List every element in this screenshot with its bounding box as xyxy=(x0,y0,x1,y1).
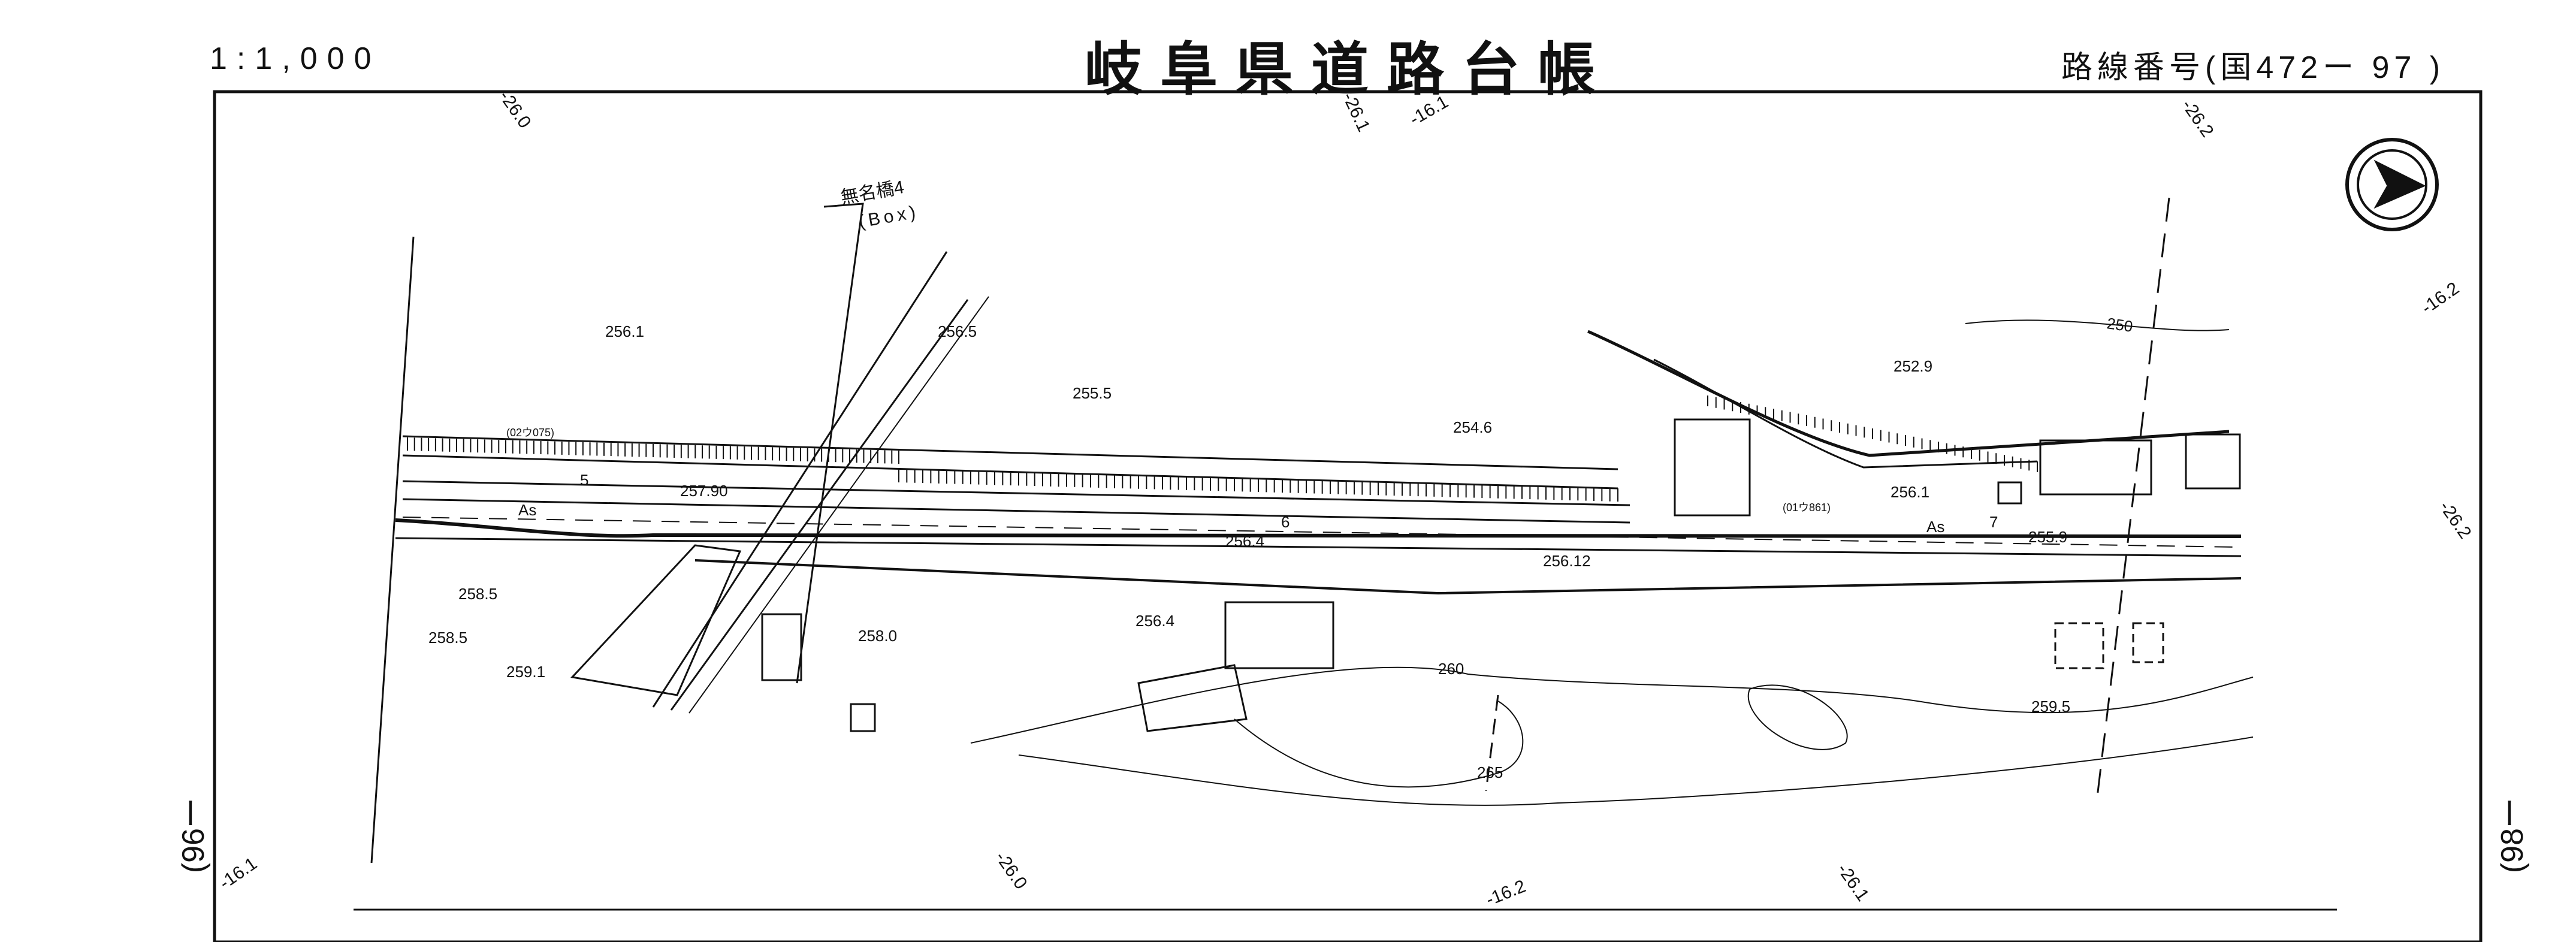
embankment-east xyxy=(1587,330,2230,457)
grid-label: -26.0 xyxy=(495,87,534,132)
north-arrow-icon xyxy=(2345,138,2439,231)
elevation: 252.9 xyxy=(1894,357,1932,375)
contour-lower xyxy=(1018,736,2254,806)
elevation: 256.4 xyxy=(1136,612,1174,630)
building xyxy=(1224,601,1334,669)
station-mark: 5 xyxy=(580,471,588,489)
bridge-type: (Box) xyxy=(857,202,920,232)
grid-label: -26.2 xyxy=(2435,497,2475,542)
elevation: 258.5 xyxy=(428,629,467,647)
elevation: 259.1 xyxy=(506,663,545,681)
contour-260 xyxy=(970,666,2254,744)
benchmark-label: (01ウ861) xyxy=(1783,502,1831,514)
benchmark-label: (02ウ075) xyxy=(506,427,554,439)
elevation: 256.4 xyxy=(1225,532,1264,550)
dashed-boundary xyxy=(1485,695,1499,792)
left-boundary xyxy=(370,236,415,864)
building xyxy=(761,613,802,681)
route-label: 路線番号(国472ー 97 ) xyxy=(2061,50,2445,85)
grid-label: -26.1 xyxy=(1833,860,1873,905)
building xyxy=(2185,433,2241,490)
map-scale: 1:1,000 xyxy=(210,41,381,76)
road-north-edge xyxy=(402,480,1630,506)
road-south-edge xyxy=(395,518,2242,538)
diagonal-track-c xyxy=(688,296,989,714)
elevation: 259.5 xyxy=(2031,698,2070,715)
elevation: 258.5 xyxy=(458,585,497,603)
embankment-north-2 xyxy=(402,454,1618,490)
grid-label: -16.2 xyxy=(1483,876,1529,910)
road-south-edge-2 xyxy=(395,537,2242,557)
contour-label: 265 xyxy=(1477,763,1503,781)
bridge-name: 無名橋4 xyxy=(839,177,905,208)
building xyxy=(850,703,876,732)
contour-inner xyxy=(1747,684,1848,750)
embankment-north xyxy=(402,435,1618,470)
building xyxy=(570,544,742,696)
grid-label: -26.2 xyxy=(2178,96,2217,141)
elevation: 257.90 xyxy=(680,482,728,500)
contour-250 xyxy=(1965,319,2230,331)
grid-label: -26.0 xyxy=(991,848,1031,893)
pavement-label: As xyxy=(1926,518,1944,536)
route-number-label: 路線番号(国472ー 97 ) xyxy=(2061,42,2448,87)
grid-label: -16.1 xyxy=(1406,92,1452,129)
diagonal-track-a xyxy=(652,251,948,708)
road-curb xyxy=(694,559,2242,595)
contour-265 xyxy=(1234,701,1524,788)
elevation: 256.5 xyxy=(938,322,977,340)
grid-label: -16.1 xyxy=(216,853,261,893)
map-frame xyxy=(213,90,2483,942)
elevation: 255.5 xyxy=(1073,384,1112,402)
pavement-label: As xyxy=(518,501,536,519)
grid-label: -16.2 xyxy=(2418,278,2463,318)
contour-label: 250 xyxy=(2106,314,2134,336)
grid-label: -26.1 xyxy=(1339,89,1374,135)
building xyxy=(2132,622,2164,663)
elevation: 256.1 xyxy=(605,322,644,340)
road-north-edge-2 xyxy=(402,498,1630,524)
building xyxy=(1674,418,1751,517)
building xyxy=(2039,439,2152,496)
building xyxy=(1997,481,2022,505)
bridge-leader xyxy=(796,203,864,684)
elevation: 258.0 xyxy=(858,627,897,645)
station-mark: 6 xyxy=(1281,513,1289,531)
elevation: 254.6 xyxy=(1453,418,1492,436)
diagonal-track-b xyxy=(670,299,969,711)
road-center-line xyxy=(402,517,2236,548)
station-mark: 7 xyxy=(1989,513,1998,531)
contour-label: 260 xyxy=(1438,660,1464,678)
elevation: 255.9 xyxy=(2028,528,2067,546)
dashed-boundary xyxy=(2096,197,2170,798)
building xyxy=(1137,664,1248,732)
embankment-east-2 xyxy=(1653,358,2038,469)
elevation: 256.12 xyxy=(1543,552,1591,570)
building xyxy=(2054,622,2104,669)
elevation: 256.1 xyxy=(1891,483,1929,501)
